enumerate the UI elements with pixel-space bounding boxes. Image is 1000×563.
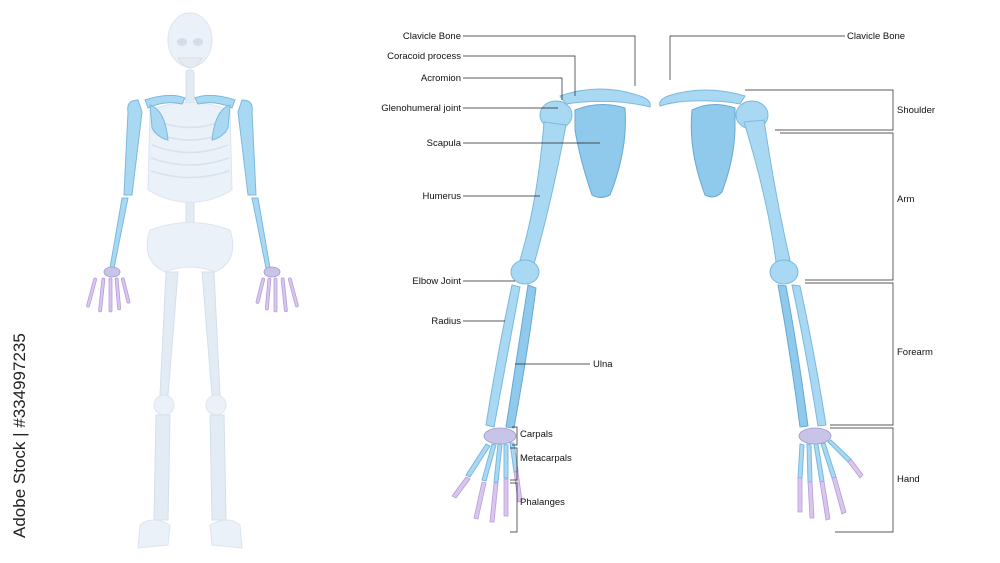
carpals-right-small [263,266,281,278]
label-phalanges: Phalanges [520,497,565,508]
knee-left [153,394,175,416]
forearm-left-small [109,197,129,269]
femur-right [201,271,221,396]
foot-left [137,519,171,549]
fingers-left-small [86,277,131,313]
scapula-left-small [149,104,169,141]
label-arm: Arm [897,194,915,205]
carpals-right-detail [798,427,832,445]
eye-socket-left [177,38,187,46]
scapula-right-detail [690,104,736,198]
jaw [177,57,203,69]
tibia-left [153,414,171,521]
left-arm-detail [451,88,651,523]
label-clavicle-bone-right: Clavicle Bone [847,31,905,42]
elbow-left [510,259,540,285]
knee-right [205,394,227,416]
label-carpals: Carpals [520,429,553,440]
scapula-left-detail [574,104,626,198]
forearm-right-small [251,197,271,269]
label-forearm: Forearm [897,347,933,358]
fingers-right-small [255,277,299,313]
clavicle-left-detail [559,88,651,108]
femur-left [159,271,179,396]
label-elbow-joint: Elbow Joint [412,276,461,287]
left-labels: Clavicle Bone Coracoid process Acromion … [381,31,613,508]
humerus-left-small [123,99,143,196]
label-scapula: Scapula [427,138,462,149]
carpals-left-detail [483,427,517,445]
elbow-right [769,259,799,285]
label-hand: Hand [897,474,920,485]
hand-right-detail [797,439,864,521]
ulna-left-detail [505,284,537,429]
stock-watermark-text: Adobe Stock | #334997235 [10,333,29,538]
eye-socket-right [193,38,203,46]
label-acromion: Acromion [421,73,461,84]
humerus-right-small [237,99,257,196]
pelvis [146,222,234,273]
clavicle-right [194,94,236,109]
label-coracoid-process: Coracoid process [387,51,461,62]
clavicle-left [144,94,186,109]
humerus-right-detail [743,119,791,263]
label-metacarpals: Metacarpals [520,453,572,464]
right-leader-lines [669,35,894,533]
label-glenohumeral-joint: Glenohumeral joint [381,103,461,114]
tibia-right [209,414,227,521]
radius-right-detail [791,284,827,427]
ulna-right-detail [777,284,809,428]
left-leader-lines [463,35,636,533]
right-labels: Clavicle Bone Shoulder Arm Forearm Hand [847,31,935,485]
scapula-right-small [211,104,231,141]
hand-left-detail [451,442,523,523]
full-skeleton-figure [86,12,299,549]
clavicle-right-detail [659,89,746,107]
radius-left-detail [485,284,521,428]
label-ulna: Ulna [593,359,613,370]
label-clavicle-bone-left: Clavicle Bone [403,31,461,42]
right-arm-detail [659,89,864,521]
carpals-left-small [103,266,121,278]
label-radius: Radius [431,316,461,327]
foot-right [209,519,243,549]
stock-watermark: Adobe Stock | #334997235 [10,333,29,538]
label-shoulder: Shoulder [897,105,935,116]
label-humerus: Humerus [422,191,461,202]
